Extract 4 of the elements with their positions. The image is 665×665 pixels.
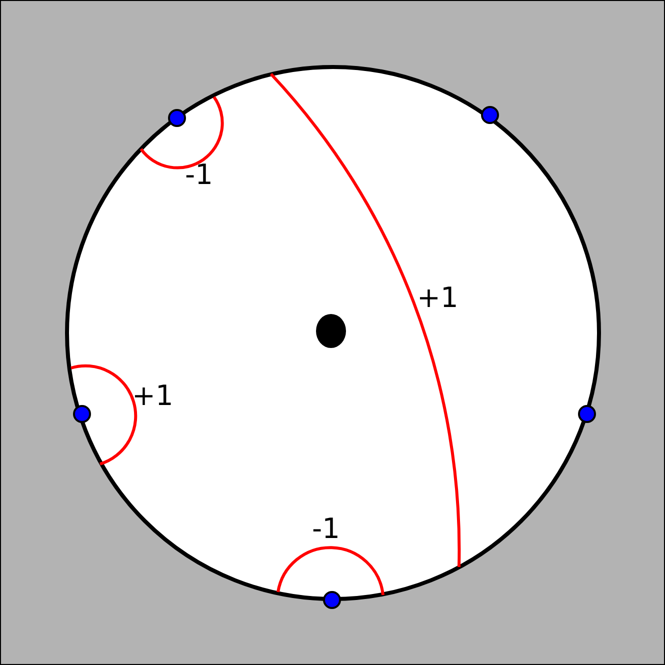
charge-label: -1 (312, 515, 340, 543)
charge-label: -1 (185, 161, 213, 189)
charge-label: +1 (417, 284, 458, 312)
charge-label: +1 (132, 382, 174, 410)
